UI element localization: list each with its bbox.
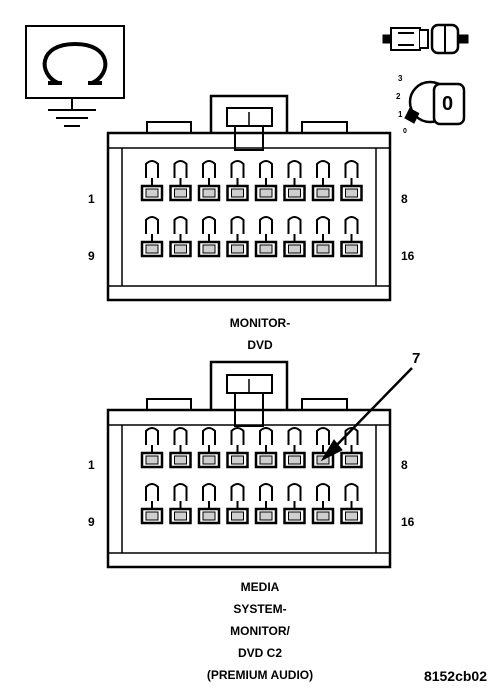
connector-plug-icon — [382, 23, 469, 55]
pin-11 — [197, 216, 221, 258]
pin-8 — [340, 160, 363, 202]
pin-4 — [226, 427, 249, 469]
ignition-position-2: 2 — [396, 92, 401, 101]
pin-6 — [283, 427, 306, 469]
pin-5 — [254, 427, 278, 469]
pin-10 — [169, 483, 192, 525]
pin-6 — [283, 160, 306, 202]
pin-15 — [311, 483, 335, 525]
pin-1 — [140, 160, 164, 202]
connector-media-system — [106, 360, 392, 569]
ignition-position-0: 0 — [403, 128, 407, 135]
pin-rows-monitor-dvd — [140, 160, 363, 258]
pin-7 — [311, 160, 335, 202]
pin-3 — [197, 160, 221, 202]
pin-label-1: 1 — [88, 192, 95, 206]
pin-2 — [169, 427, 192, 469]
pin-label-16: 16 — [401, 515, 415, 529]
caption-monitor-dvd: MONITOR- DVD — [150, 312, 370, 356]
ground-symbol-icon — [25, 25, 125, 127]
ignition-position-3: 3 — [398, 74, 403, 83]
caption-line: DVD — [247, 338, 273, 352]
ignition-key-label: 0 — [442, 93, 454, 115]
pin-2 — [169, 160, 192, 202]
caption-line: SYSTEM- — [233, 602, 287, 616]
pin-label-9: 9 — [88, 515, 95, 529]
figure-reference: 8152cb02 — [423, 668, 487, 684]
callout-leader-7 — [320, 367, 413, 462]
caption-line: MONITOR- — [229, 316, 291, 330]
caption-line: (PREMIUM AUDIO) — [206, 668, 314, 682]
pin-3 — [197, 427, 221, 469]
caption-media-system: MEDIA SYSTEM- MONITOR/ DVD C2 (PREMIUM A… — [150, 576, 370, 686]
pin-5 — [254, 160, 278, 202]
pin-8 — [340, 427, 363, 469]
pin-10 — [169, 216, 192, 258]
pin-12 — [226, 483, 249, 525]
pin-rows-media-system — [140, 427, 363, 525]
pin-9 — [140, 216, 164, 258]
pin-12 — [226, 216, 249, 258]
pin-9 — [140, 483, 164, 525]
pin-14 — [283, 216, 306, 258]
pin-13 — [254, 216, 278, 258]
pin-16 — [340, 216, 363, 258]
caption-line: MEDIA — [240, 580, 280, 594]
pin-label-8: 8 — [401, 192, 408, 206]
pin-16 — [340, 483, 363, 525]
ignition-position-1: 1 — [398, 110, 403, 119]
pin-label-1: 1 — [88, 458, 95, 472]
pin-label-16: 16 — [401, 249, 415, 263]
caption-line: DVD C2 — [237, 646, 282, 660]
pin-label-9: 9 — [88, 249, 95, 263]
connector-monitor-dvd — [106, 94, 392, 302]
ignition-key-icon — [404, 80, 466, 126]
pin-label-8: 8 — [401, 458, 408, 472]
pin-1 — [140, 427, 164, 469]
pin-11 — [197, 483, 221, 525]
pin-15 — [311, 216, 335, 258]
caption-line: MONITOR/ — [230, 624, 290, 638]
callout-label: 7 — [412, 350, 421, 367]
pin-4 — [226, 160, 249, 202]
pin-13 — [254, 483, 278, 525]
pin-14 — [283, 483, 306, 525]
